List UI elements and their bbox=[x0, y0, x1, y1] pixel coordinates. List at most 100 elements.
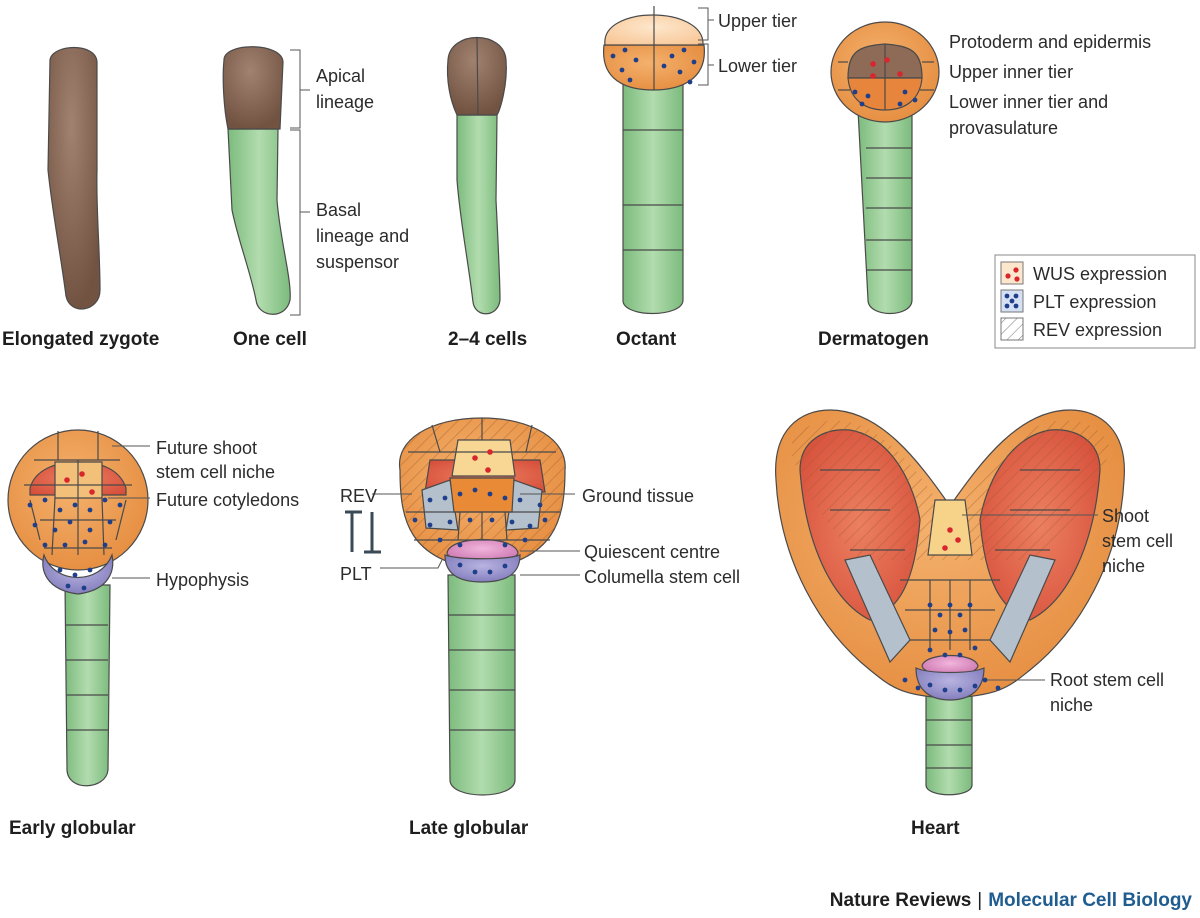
expression-dot bbox=[957, 612, 963, 618]
expression-dot bbox=[442, 495, 448, 501]
expression-dot bbox=[487, 491, 493, 497]
label-future-cotyledons: Future cotyledons bbox=[156, 490, 299, 510]
expression-dot bbox=[427, 497, 433, 503]
expression-dot bbox=[457, 562, 463, 568]
expression-dot bbox=[472, 455, 478, 461]
expression-dot bbox=[522, 537, 528, 543]
expression-dot bbox=[81, 585, 87, 591]
expression-dot bbox=[487, 569, 493, 575]
expression-dot bbox=[957, 687, 963, 693]
expression-dot bbox=[72, 502, 78, 508]
label-lower-tier: Lower tier bbox=[718, 56, 797, 76]
expression-dot bbox=[661, 63, 667, 69]
stage-elongated-zygote: Elongated zygote bbox=[2, 329, 159, 350]
label-future-shoot-2: stem cell niche bbox=[156, 462, 275, 482]
expression-dot bbox=[447, 519, 453, 525]
expression-dot bbox=[87, 567, 93, 573]
label-rev: REV bbox=[340, 486, 377, 506]
expression-dot bbox=[902, 89, 908, 95]
expression-dot bbox=[89, 489, 95, 495]
label-ground-tissue: Ground tissue bbox=[582, 486, 694, 506]
expression-dot bbox=[485, 467, 491, 473]
label-lower-inner-1: Lower inner tier and bbox=[949, 92, 1108, 112]
expression-dot bbox=[517, 497, 523, 503]
expression-dot bbox=[947, 527, 953, 533]
expression-dot bbox=[627, 77, 633, 83]
expression-dot bbox=[72, 572, 78, 578]
expression-dot bbox=[622, 47, 628, 53]
expression-dot bbox=[927, 647, 933, 653]
label-shoot-3: niche bbox=[1102, 556, 1145, 576]
legend-plt-label: PLT expression bbox=[1033, 292, 1156, 312]
expression-dot bbox=[42, 497, 48, 503]
expression-dot bbox=[472, 569, 478, 575]
plt-expression-dots bbox=[27, 47, 1001, 693]
dermatogen-embryo bbox=[830, 21, 940, 314]
expression-dot bbox=[957, 652, 963, 658]
stage-octant: Octant bbox=[616, 329, 677, 350]
expression-dot bbox=[457, 542, 463, 548]
label-protoderm: Protoderm and epidermis bbox=[949, 32, 1151, 52]
expression-dot bbox=[62, 542, 68, 548]
expression-dot bbox=[962, 627, 968, 633]
expression-dot bbox=[610, 53, 616, 59]
early-globular-embryo bbox=[7, 429, 150, 787]
label-shoot-1: Shoot bbox=[1102, 506, 1149, 526]
expression-dot bbox=[542, 517, 548, 523]
stage-heart: Heart bbox=[911, 818, 960, 839]
expression-dot bbox=[502, 495, 508, 501]
annotation-labels: Apical lineage Basal lineage and suspens… bbox=[156, 11, 1173, 715]
expression-dot bbox=[102, 497, 108, 503]
expression-dot bbox=[57, 567, 63, 573]
expression-dot bbox=[65, 583, 71, 589]
stage-late-globular: Late globular bbox=[409, 818, 529, 839]
expression-dot bbox=[677, 69, 683, 75]
expression-dot bbox=[915, 685, 921, 691]
stage-one-cell: One cell bbox=[233, 329, 307, 350]
expression-dot bbox=[87, 527, 93, 533]
expression-dot bbox=[937, 612, 943, 618]
expression-dot bbox=[502, 563, 508, 569]
label-apical-1: Apical bbox=[316, 66, 365, 86]
expression-dot bbox=[942, 545, 948, 551]
expression-dot bbox=[502, 542, 508, 548]
expression-dot bbox=[972, 645, 978, 651]
footer-journal: Nature Reviews bbox=[829, 890, 972, 911]
wus-expression-dots bbox=[64, 57, 961, 551]
label-columella: Columella stem cell bbox=[584, 567, 740, 587]
legend-wus-swatch bbox=[1000, 261, 1024, 285]
label-root-2: niche bbox=[1050, 695, 1093, 715]
label-basal-2: lineage and bbox=[316, 226, 409, 246]
label-shoot-2: stem cell bbox=[1102, 531, 1173, 551]
expression-dot bbox=[947, 629, 953, 635]
expression-dot bbox=[902, 677, 908, 683]
expression-dot bbox=[865, 93, 871, 99]
expression-dot bbox=[691, 59, 697, 65]
expression-dot bbox=[509, 519, 515, 525]
expression-dot bbox=[982, 677, 988, 683]
expression-dot bbox=[79, 471, 85, 477]
expression-dot bbox=[27, 502, 33, 508]
footer-separator: | bbox=[977, 890, 983, 911]
expression-dot bbox=[537, 502, 543, 508]
stage-two-four-cells: 2–4 cells bbox=[448, 329, 527, 350]
expression-dot bbox=[870, 73, 876, 79]
label-basal-1: Basal bbox=[316, 200, 361, 220]
octant-embryo bbox=[603, 6, 714, 315]
expression-dot bbox=[619, 67, 625, 73]
late-globular-embryo bbox=[345, 417, 580, 796]
legend-rev-swatch bbox=[1000, 317, 1024, 341]
expression-dot bbox=[852, 89, 858, 95]
label-upper-inner: Upper inner tier bbox=[949, 62, 1073, 82]
legend-wus-label: WUS expression bbox=[1033, 264, 1167, 284]
expression-dot bbox=[897, 101, 903, 107]
heart-embryo bbox=[775, 409, 1125, 796]
footer-section: Molecular Cell Biology bbox=[988, 890, 1192, 911]
expression-dot bbox=[487, 449, 493, 455]
expression-dot bbox=[995, 685, 1001, 691]
expression-dot bbox=[67, 519, 73, 525]
expression-dot bbox=[687, 79, 693, 85]
expression-dot bbox=[633, 57, 639, 63]
expression-dot bbox=[897, 71, 903, 77]
